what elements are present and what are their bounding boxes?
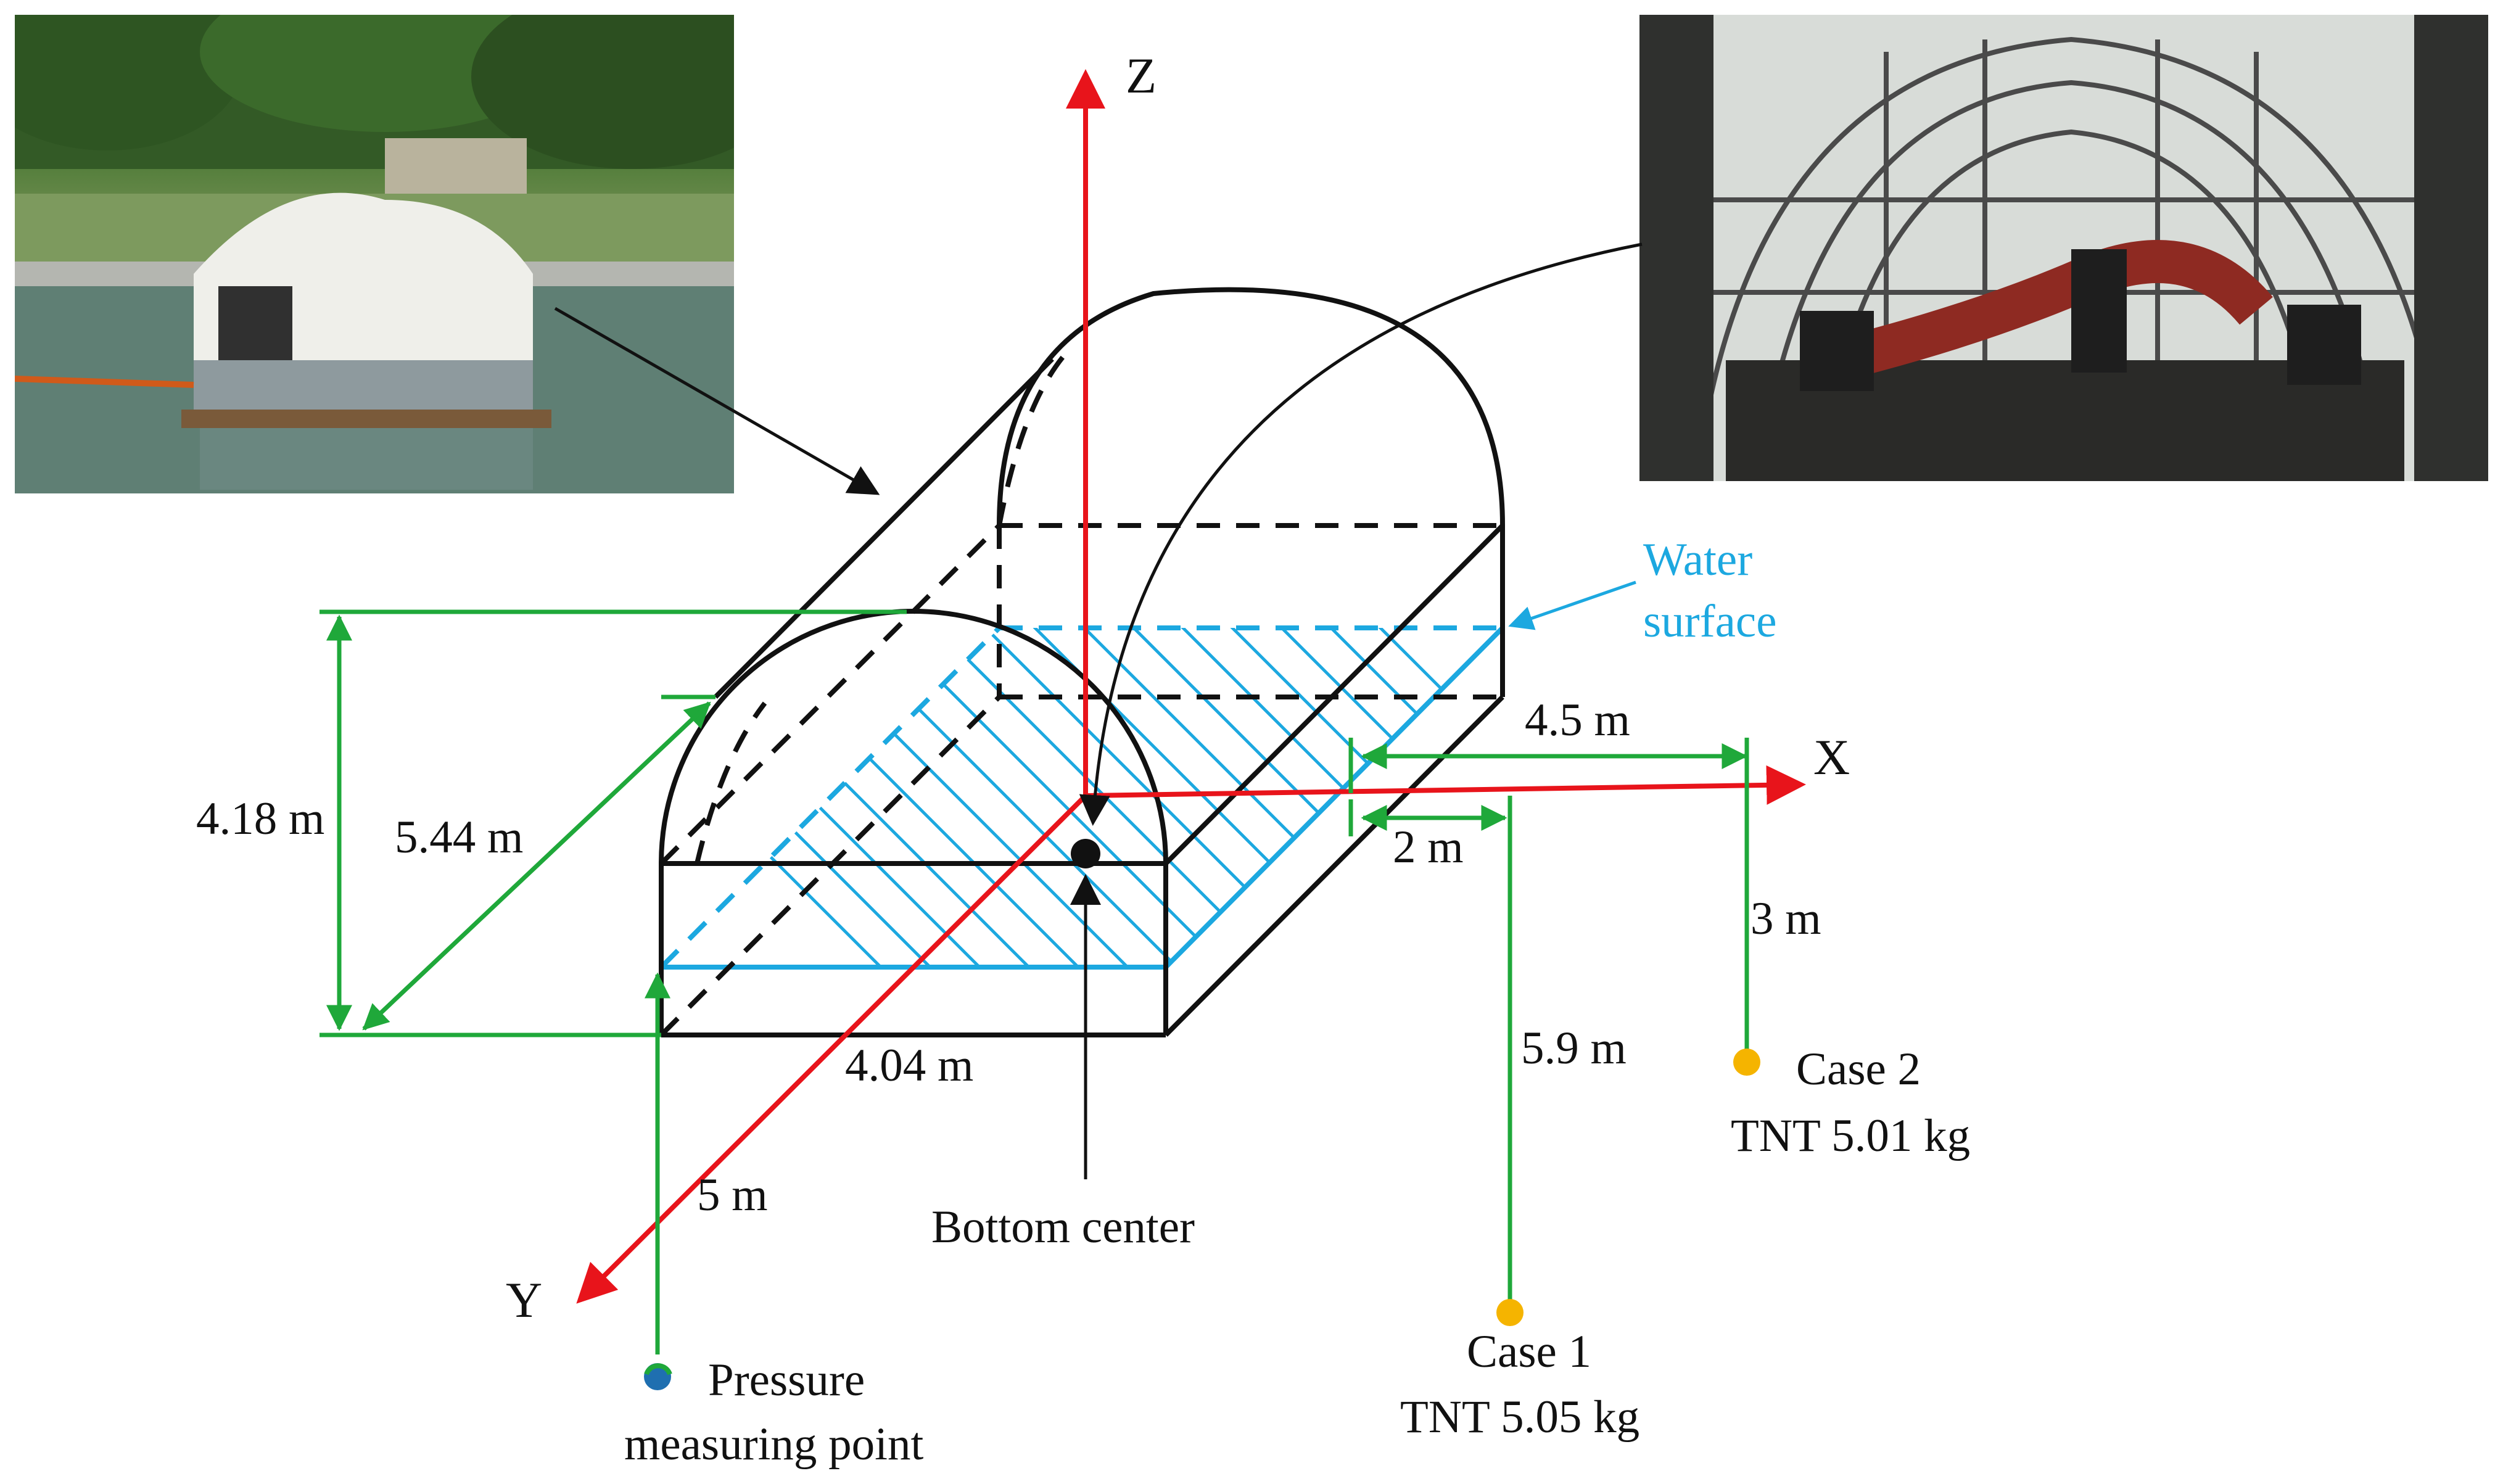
- axis-label-x: X: [1813, 729, 1850, 785]
- bottom-center-point: [1071, 839, 1100, 868]
- dim-label-width: 5.44 m: [395, 812, 523, 863]
- interior-photo-pointer: [1079, 242, 1643, 826]
- dim-label-case1-x: 2 m: [1393, 822, 1464, 873]
- water-surface-pointer: [1508, 580, 1636, 630]
- dim-label-case2-x: 4.5 m: [1525, 695, 1630, 746]
- dimension-lines: [320, 609, 1749, 1354]
- dim-label-case1-y: 5.9 m: [1521, 1023, 1627, 1074]
- dim-label-probe-y: 5 m: [697, 1169, 768, 1221]
- pointer-arrows: [554, 242, 1643, 1179]
- interior-photo-drawing: [1639, 15, 2488, 481]
- case2-charge-label: TNT 5.01 kg: [1731, 1110, 1970, 1161]
- exterior-photo-pointer: [554, 307, 880, 495]
- dim-label-length: 4.04 m: [845, 1040, 973, 1091]
- bottom-center-label: Bottom center: [931, 1202, 1195, 1253]
- coordinate-axes: [576, 69, 1806, 1304]
- x-axis-line: [1085, 765, 1806, 805]
- axis-label-y: Y: [506, 1272, 542, 1328]
- dim-label-height: 4.18 m: [196, 793, 324, 844]
- y-axis-line: [576, 794, 1087, 1304]
- water-surface-label-line1: Water: [1643, 534, 1752, 585]
- exterior-photo-drawing: [15, 15, 734, 493]
- floating-cabin-exterior-photo: [15, 15, 734, 493]
- case2-charge-point: [1733, 1049, 1760, 1076]
- axis-label-z: Z: [1126, 47, 1157, 104]
- pressure-point-highlight: [644, 1363, 672, 1375]
- pressure-label-line2: measuring point: [624, 1419, 924, 1470]
- case2-name-label: Case 2: [1796, 1044, 1921, 1095]
- water-surface-label-line2: surface: [1643, 596, 1777, 647]
- dim-label-case2-y: 3 m: [1750, 893, 1821, 944]
- cabin-interior-equipment-photo: [1639, 15, 2488, 481]
- case1-charge-label: TNT 5.05 kg: [1400, 1391, 1639, 1443]
- case1-charge-point: [1496, 1299, 1524, 1326]
- case1-name-label: Case 1: [1467, 1326, 1591, 1377]
- pressure-label-line1: Pressure: [708, 1354, 865, 1406]
